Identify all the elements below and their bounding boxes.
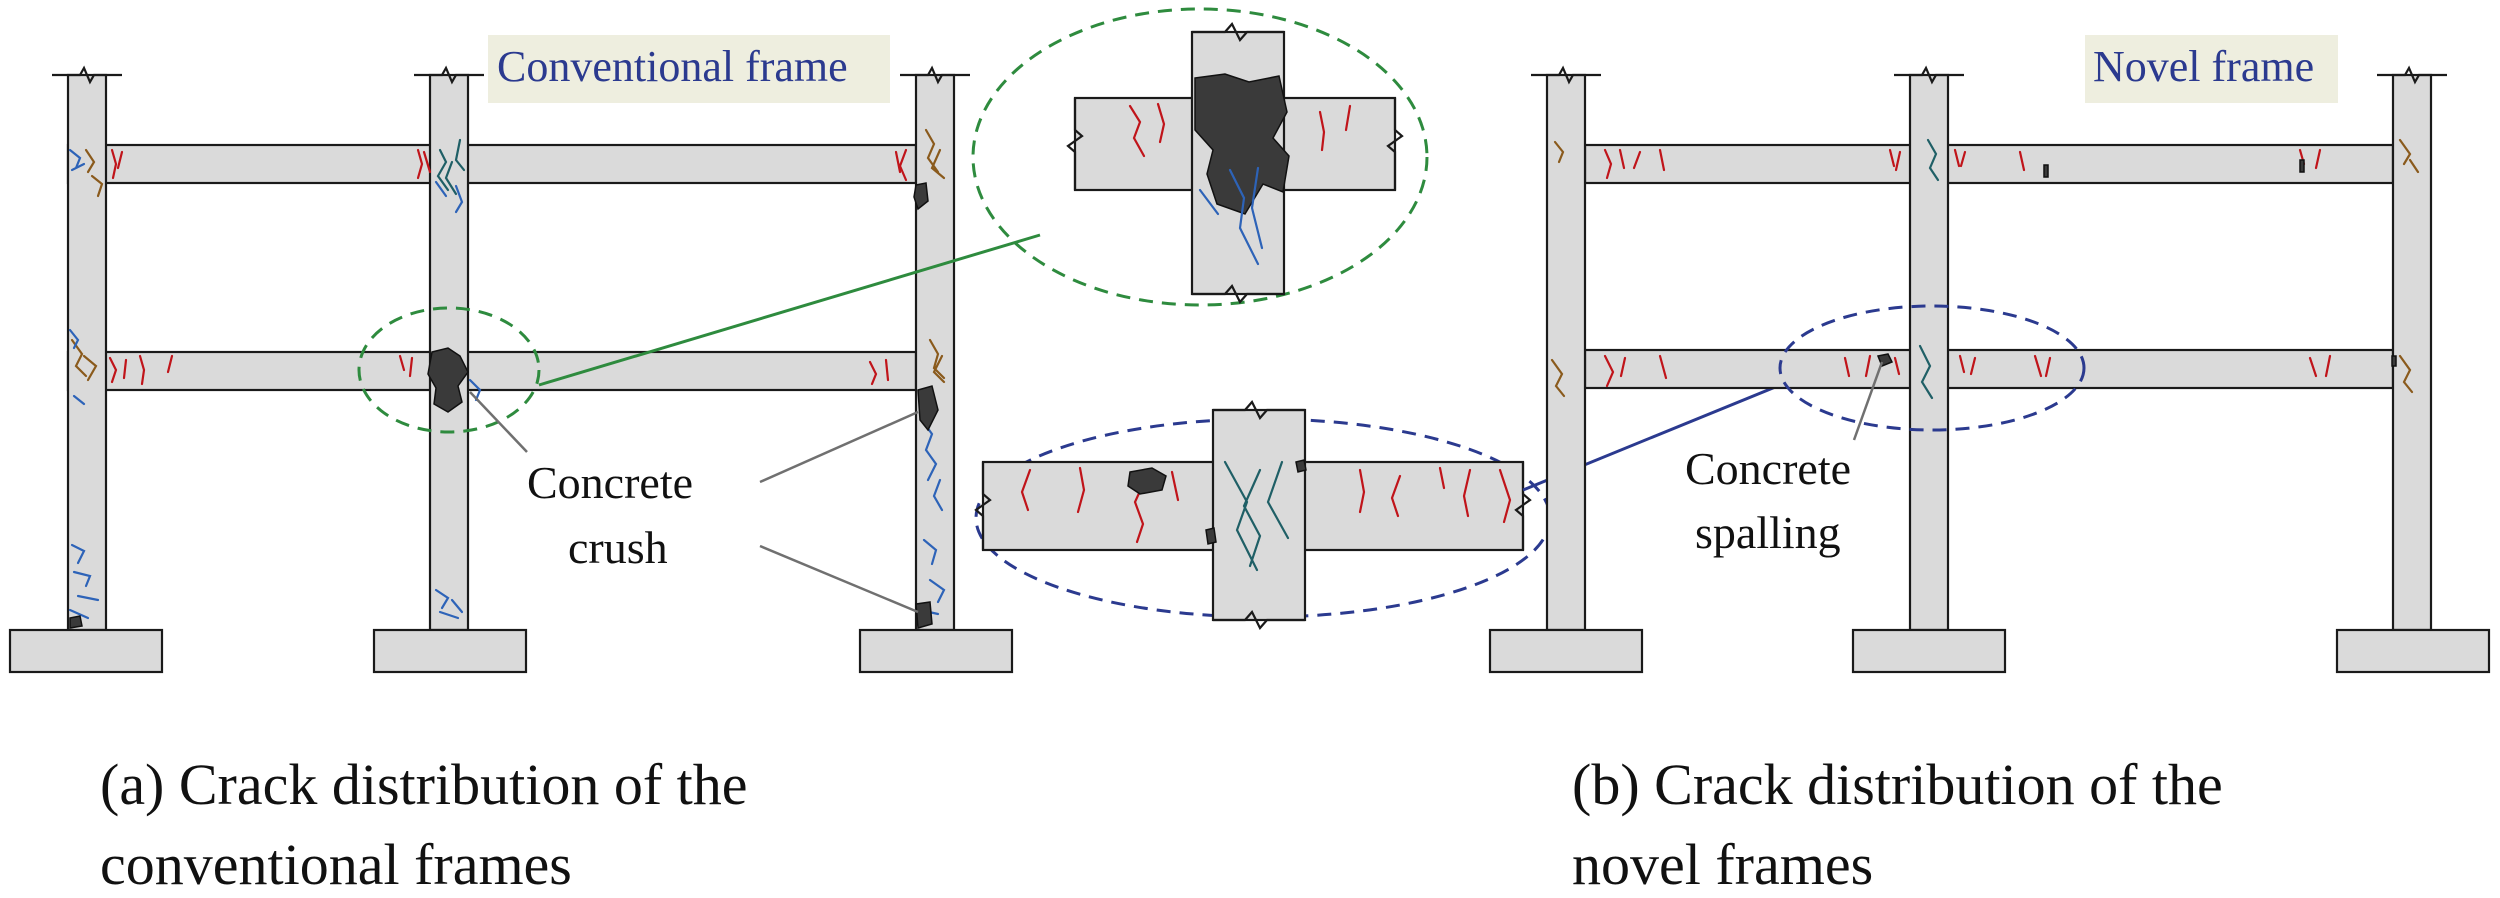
annotation-line-1: Concrete [527,457,693,508]
crush-spot [917,385,939,432]
break-mark [1213,400,1305,420]
crush-spot [1194,73,1290,215]
upper-beam [66,143,918,185]
crush-spot [1295,459,1307,473]
break-mark [1192,22,1284,42]
highlight-ellipse [357,306,541,434]
break-mark [1531,65,1601,85]
annotation-line-1: Concrete [1685,443,1851,494]
foundation [2335,628,2491,674]
crush-spot [2043,164,2049,178]
conventional-frame-tag: Conventional frame [488,35,890,103]
crack-marks [1550,138,2420,400]
joint-callout-green [357,7,1429,434]
foundation [372,628,528,674]
column-right [2391,73,2433,632]
detail-ellipse [971,7,1429,307]
crush-spot [69,615,83,629]
caption-b-line-2: novel frames [1572,832,1873,897]
crush-spot [427,347,469,413]
break-mark [1386,98,1404,190]
foundation [858,628,1014,674]
detail-column [1211,408,1307,622]
break-mark [1066,98,1084,190]
break-mark [1894,65,1964,85]
foundation [8,628,164,674]
break-mark [900,65,970,85]
column-right [914,73,956,632]
concrete-crush-annotation: Concrete crush [469,391,919,614]
lower-beam [1583,348,2395,390]
novel-frame-tag: Novel frame [2085,35,2338,103]
crack-marks [68,128,946,620]
column-middle [1908,73,1950,632]
novel-frame-label: Novel frame [2093,42,2314,91]
conventional-frame-drawing [8,65,1014,674]
column-left [66,73,108,632]
upper-beam [1583,143,2395,185]
lower-beam [66,350,918,392]
caption-b: (b) Crack distribution of the novel fram… [1572,752,2223,897]
caption-b-line-1: (b) Crack distribution of the [1572,752,2223,817]
break-mark [1213,610,1305,630]
crush-spot [2391,355,2397,367]
crush-spot [1205,527,1217,545]
novel-frame-drawing [1488,65,2491,674]
annotation-line-2: crush [568,522,668,573]
crush-spot [915,601,933,629]
highlight-ellipse [1778,304,2086,432]
break-mark [2377,65,2447,85]
foundation [1851,628,2007,674]
break-mark [974,462,992,550]
joint-callout-navy [974,381,1786,630]
caption-a-line-2: conventional frames [100,832,572,897]
break-mark [52,65,122,85]
column-left [1545,73,1587,632]
crush-spot [1127,467,1167,495]
concrete-spalling-annotation: Concrete spalling [1685,361,1884,558]
foundation [1488,628,1644,674]
crush-spot [2299,159,2305,173]
caption-a: (a) Crack distribution of the convention… [100,752,748,897]
annotation-line-2: spalling [1695,507,1841,558]
leader-line [538,233,1041,387]
break-mark [1192,284,1284,304]
caption-a-line-1: (a) Crack distribution of the [100,752,748,817]
crush-spot [913,182,929,211]
break-mark [414,65,484,85]
conventional-frame-label: Conventional frame [497,42,848,91]
